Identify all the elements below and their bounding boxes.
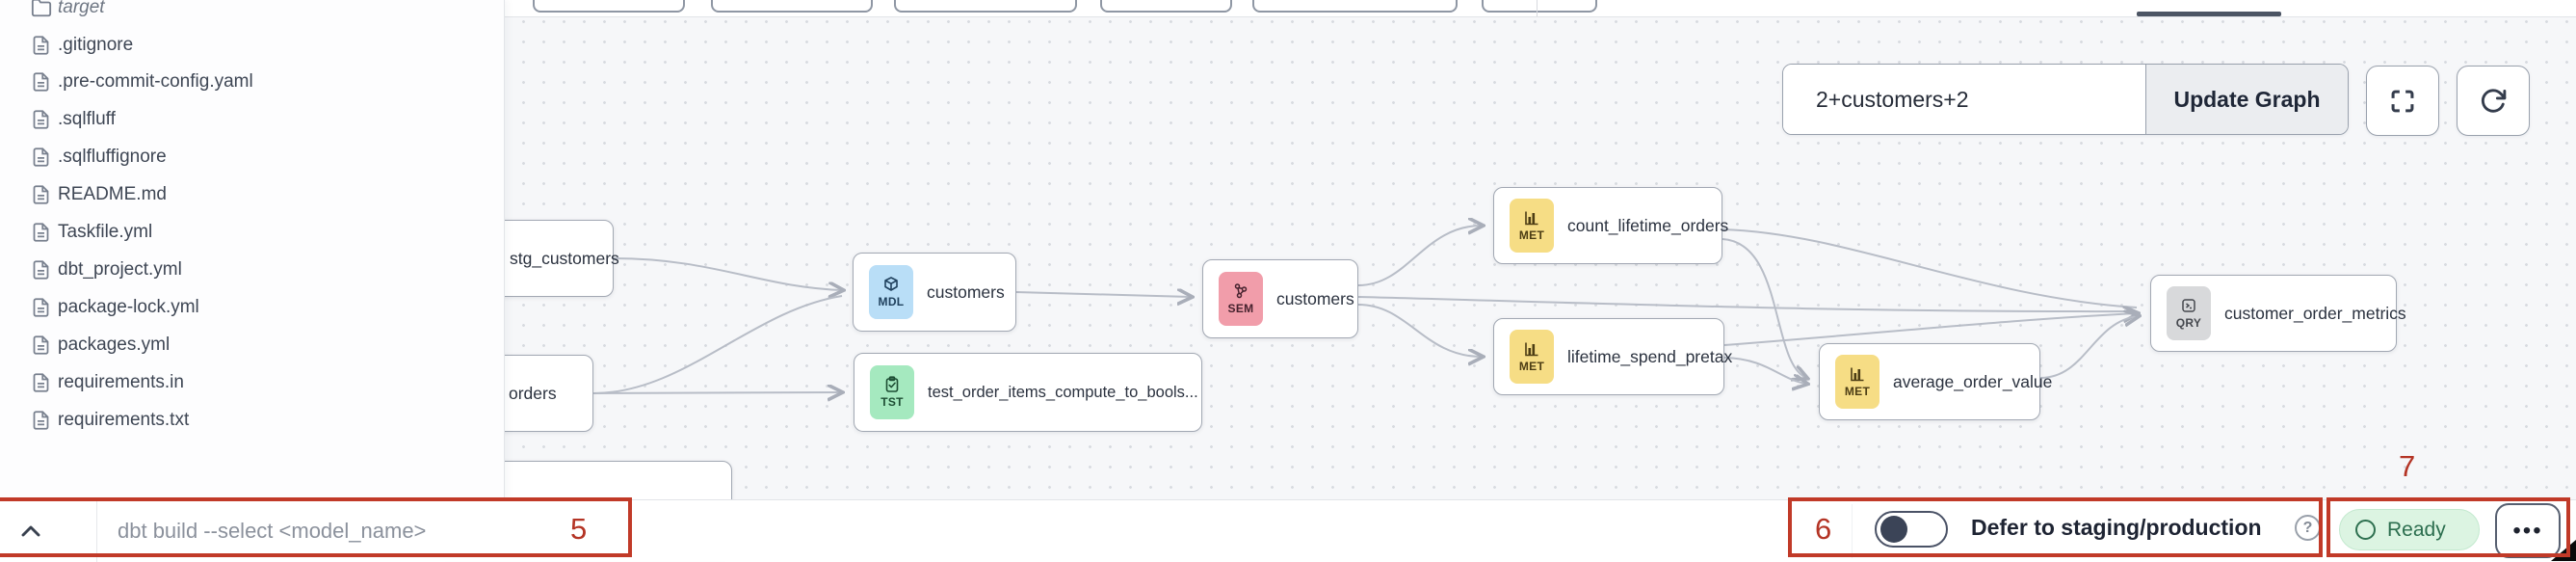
query-type-chip: QRY: [2167, 286, 2211, 340]
toolbar-button-partial[interactable]: [1252, 0, 1458, 13]
panel-edge: [1852, 504, 1853, 558]
file-icon: [33, 297, 49, 317]
status-badge: Ready: [2339, 509, 2480, 550]
file-row-readme[interactable]: README.md: [0, 175, 504, 213]
branch-icon: [1234, 283, 1248, 299]
more-options-button[interactable]: •••: [2495, 503, 2561, 558]
toolbar-button-partial[interactable]: [894, 0, 1077, 13]
node-customers-semantic[interactable]: SEM customers: [1202, 259, 1358, 338]
node-label: lifetime_spend_pretax: [1567, 346, 1733, 366]
file-row-pre-commit-config[interactable]: .pre-commit-config.yaml: [0, 63, 504, 100]
toolbar-button-partial[interactable]: [1100, 0, 1232, 13]
file-icon: [33, 71, 49, 92]
test-type-chip: TST: [870, 365, 914, 419]
model-type-chip: MDL: [869, 265, 913, 319]
model-selector-group: Update Graph: [1782, 64, 2349, 135]
chevron-up-icon: [21, 525, 40, 537]
defer-toggle[interactable]: [1875, 511, 1948, 548]
file-row-gitignore[interactable]: .gitignore: [0, 26, 504, 64]
file-icon: [33, 109, 49, 129]
node-label: count_lifetime_orders: [1567, 215, 1729, 235]
file-row-requirements-in[interactable]: requirements.in: [0, 363, 504, 401]
saved-query-icon: [2182, 299, 2195, 312]
node-label: orders: [509, 383, 557, 403]
file-row-taskfile[interactable]: Taskfile.yml: [0, 213, 504, 251]
file-icon: [33, 335, 49, 355]
fullscreen-button[interactable]: [2366, 66, 2439, 136]
status-badge-label: Ready: [2387, 518, 2446, 541]
file-icon: [33, 147, 49, 167]
node-label: test_order_items_compute_to_bools...: [928, 383, 1198, 401]
bar-chart-icon: [1525, 342, 1538, 357]
file-row-target[interactable]: target: [0, 0, 504, 26]
node-label: stg_customers: [510, 248, 619, 268]
bottom-command-bar: Defer to staging/production ? Ready •••: [0, 499, 2576, 562]
top-toolbar: [0, 0, 2576, 17]
file-row-sqlfluff[interactable]: .sqlfluff: [0, 100, 504, 138]
metric-type-chip: MET: [1835, 355, 1879, 409]
fullscreen-icon: [2391, 90, 2414, 112]
file-icon: [33, 259, 49, 280]
bar-chart-icon: [1851, 367, 1864, 382]
file-row-package-lock[interactable]: package-lock.yml: [0, 288, 504, 326]
toolbar-button-partial[interactable]: [1482, 0, 1597, 13]
active-tab-indicator: [2137, 12, 2281, 16]
cube-icon: [884, 277, 898, 291]
node-label: average_order_value: [1893, 371, 2053, 391]
file-icon: [33, 410, 49, 430]
toolbar-button-partial[interactable]: [533, 0, 685, 13]
bar-divider: [96, 500, 97, 562]
node-lifetime-spend-pretax[interactable]: MET lifetime_spend_pretax: [1493, 318, 1732, 395]
refresh-button[interactable]: [2457, 66, 2530, 136]
node-label: customers: [1276, 288, 1354, 308]
folder-icon: [31, 0, 52, 16]
file-icon: [33, 222, 49, 242]
dbt-command-input[interactable]: [118, 510, 532, 552]
help-icon[interactable]: ?: [2295, 515, 2321, 541]
file-row-sqlfluffignore[interactable]: .sqlfluffignore: [0, 138, 504, 175]
file-row-dbt-project[interactable]: dbt_project.yml: [0, 251, 504, 288]
collapse-panel-button[interactable]: [15, 516, 46, 551]
refresh-icon: [2481, 88, 2507, 113]
node-label: customers: [927, 281, 1005, 302]
node-label: customer_order_metrics: [2224, 303, 2406, 323]
clipboard-check-icon: [885, 376, 899, 392]
file-icon: [33, 35, 49, 55]
cursor-artifact: [2551, 540, 2576, 561]
metric-type-chip: MET: [1510, 330, 1554, 384]
node-test-order-items[interactable]: TST test_order_items_compute_to_bools...: [854, 353, 1202, 432]
update-graph-button[interactable]: Update Graph: [2145, 65, 2348, 134]
defer-toggle-label: Defer to staging/production: [1971, 515, 2262, 540]
metric-type-chip: MET: [1510, 199, 1554, 253]
semantic-type-chip: SEM: [1219, 272, 1263, 326]
file-icon: [33, 372, 49, 392]
model-selector-input[interactable]: [1783, 65, 2145, 134]
node-count-lifetime-orders[interactable]: MET count_lifetime_orders: [1493, 187, 1728, 264]
node-customer-order-metrics[interactable]: QRY customer_order_metrics: [2150, 275, 2406, 352]
toggle-knob: [1880, 516, 1907, 543]
file-explorer: target .gitignore .pre-commit-config.yam…: [0, 0, 505, 499]
node-customers-model[interactable]: MDL customers: [853, 253, 1016, 332]
bar-chart-icon: [1525, 211, 1538, 226]
toolbar-divider: [1537, 0, 1538, 16]
status-circle-icon: [2355, 520, 2376, 540]
file-icon: [33, 184, 49, 204]
file-row-packages[interactable]: packages.yml: [0, 326, 504, 363]
node-average-order-value[interactable]: MET average_order_value: [1819, 343, 2052, 420]
file-row-requirements-txt[interactable]: requirements.txt: [0, 401, 504, 439]
toolbar-button-partial[interactable]: [711, 0, 873, 13]
